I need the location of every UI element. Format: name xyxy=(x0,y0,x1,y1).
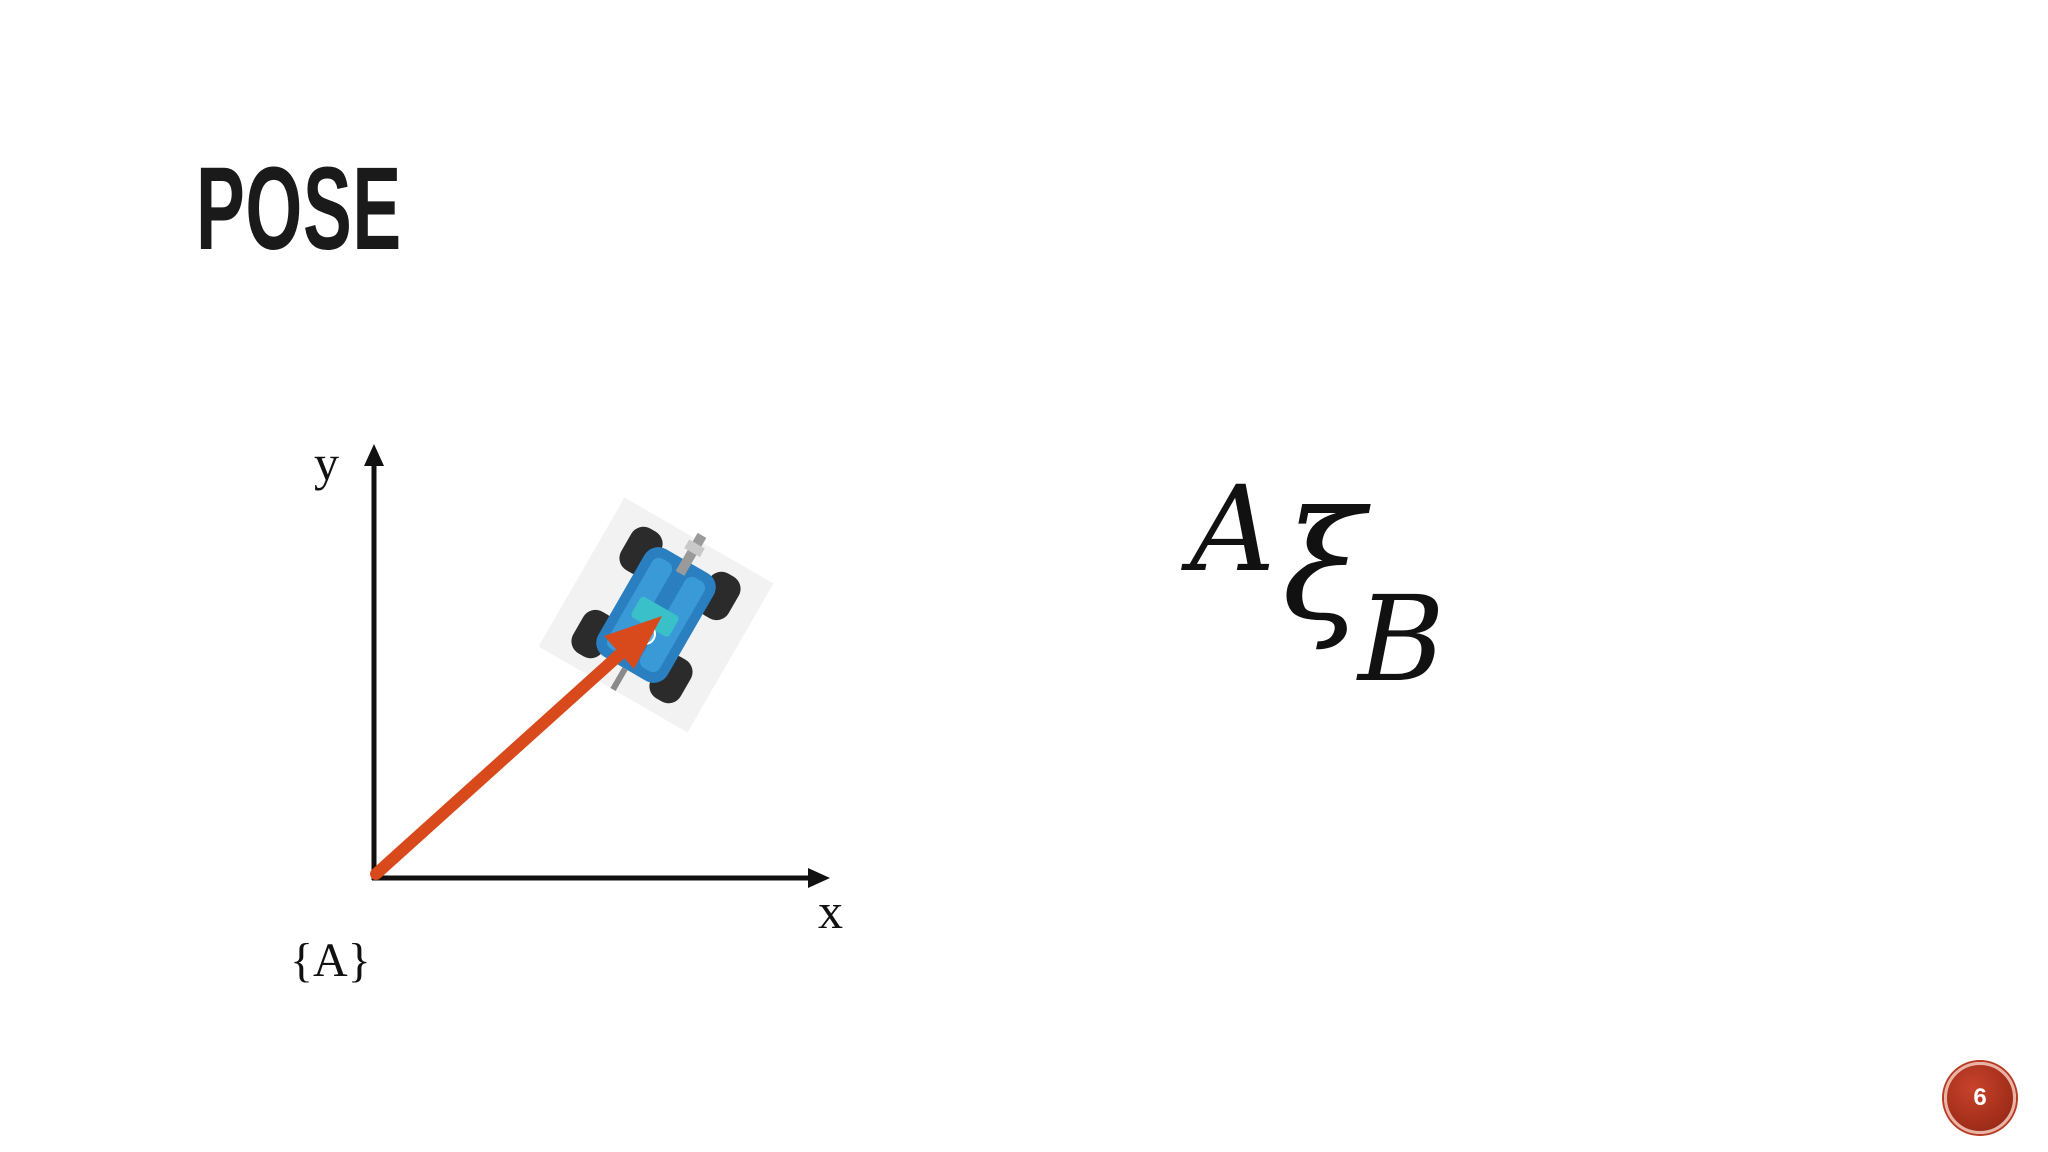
robot-icon xyxy=(538,497,774,733)
formula-superscript: A xyxy=(1190,460,1276,598)
formula-symbol: ξ xyxy=(1282,480,1365,654)
y-axis-arrowhead xyxy=(364,444,384,466)
pose-formula: A ξ B xyxy=(1190,470,1490,710)
page-number-badge: 6 xyxy=(1944,1062,2016,1134)
slide-title: POSE xyxy=(196,143,402,275)
x-axis-label: x xyxy=(818,883,843,939)
formula-subscript: B xyxy=(1358,570,1445,708)
pose-vector-arrow xyxy=(370,641,634,880)
y-axis-label: y xyxy=(314,435,339,491)
x-axis-arrowhead xyxy=(808,868,830,888)
page-number: 6 xyxy=(1973,1084,1987,1111)
frame-label: {A} xyxy=(290,934,371,987)
pose-vector-arrowhead xyxy=(604,616,662,669)
